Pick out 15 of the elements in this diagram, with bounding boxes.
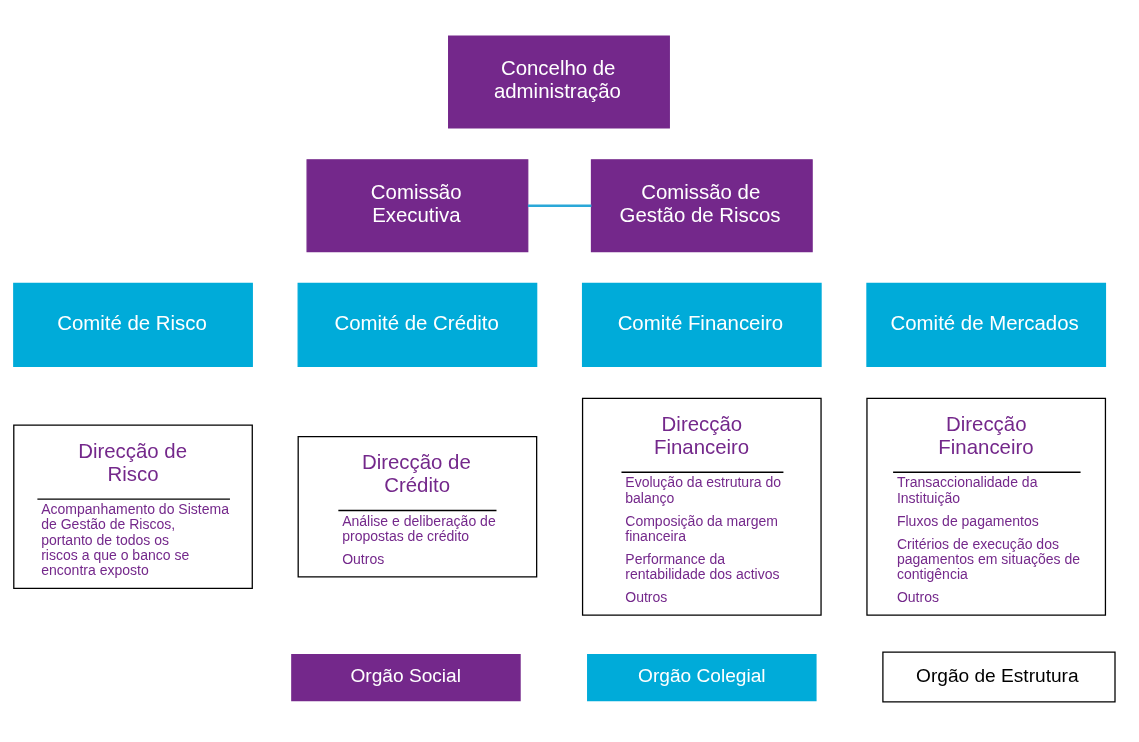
node-box: Comité de Mercados (866, 282, 1107, 367)
legend-label: Orgão Colegial (638, 664, 766, 686)
node-box: Comité de Risco (13, 282, 253, 367)
node-box: Direcção de Risco Acompanhamento do Sistema de Gestão de Riscos, portanto de todos os riscos a que o banco se encontra exposto (13, 423, 253, 589)
node-box: Comissão Executiva (306, 158, 529, 252)
connector (527, 203, 592, 207)
node-box: Concelho de administração (448, 34, 670, 129)
legend-label: Orgão de Estrutura (916, 664, 1079, 686)
legend-label: Orgão Social (350, 664, 461, 686)
node-box: Comité Financeiro (581, 282, 822, 367)
node-box: Comité de Crédito (297, 282, 538, 367)
node-box: Direcção Financeiro Evolução da estrutura do balanço Composição da margem financeira Performance da rentabilidade dos activos Outros (581, 397, 822, 616)
node-box: Direcção Financeiro Transaccionalidade da Instituição Fluxos de pagamentos Critérios de execução dos pagamentos em situações de contigência Outros (866, 397, 1107, 616)
node-box: Direcção de Crédito Análise e deliberação de propostas de crédito Outros (297, 435, 538, 577)
node-box: Comissão de Gestão de Riscos (590, 158, 813, 252)
